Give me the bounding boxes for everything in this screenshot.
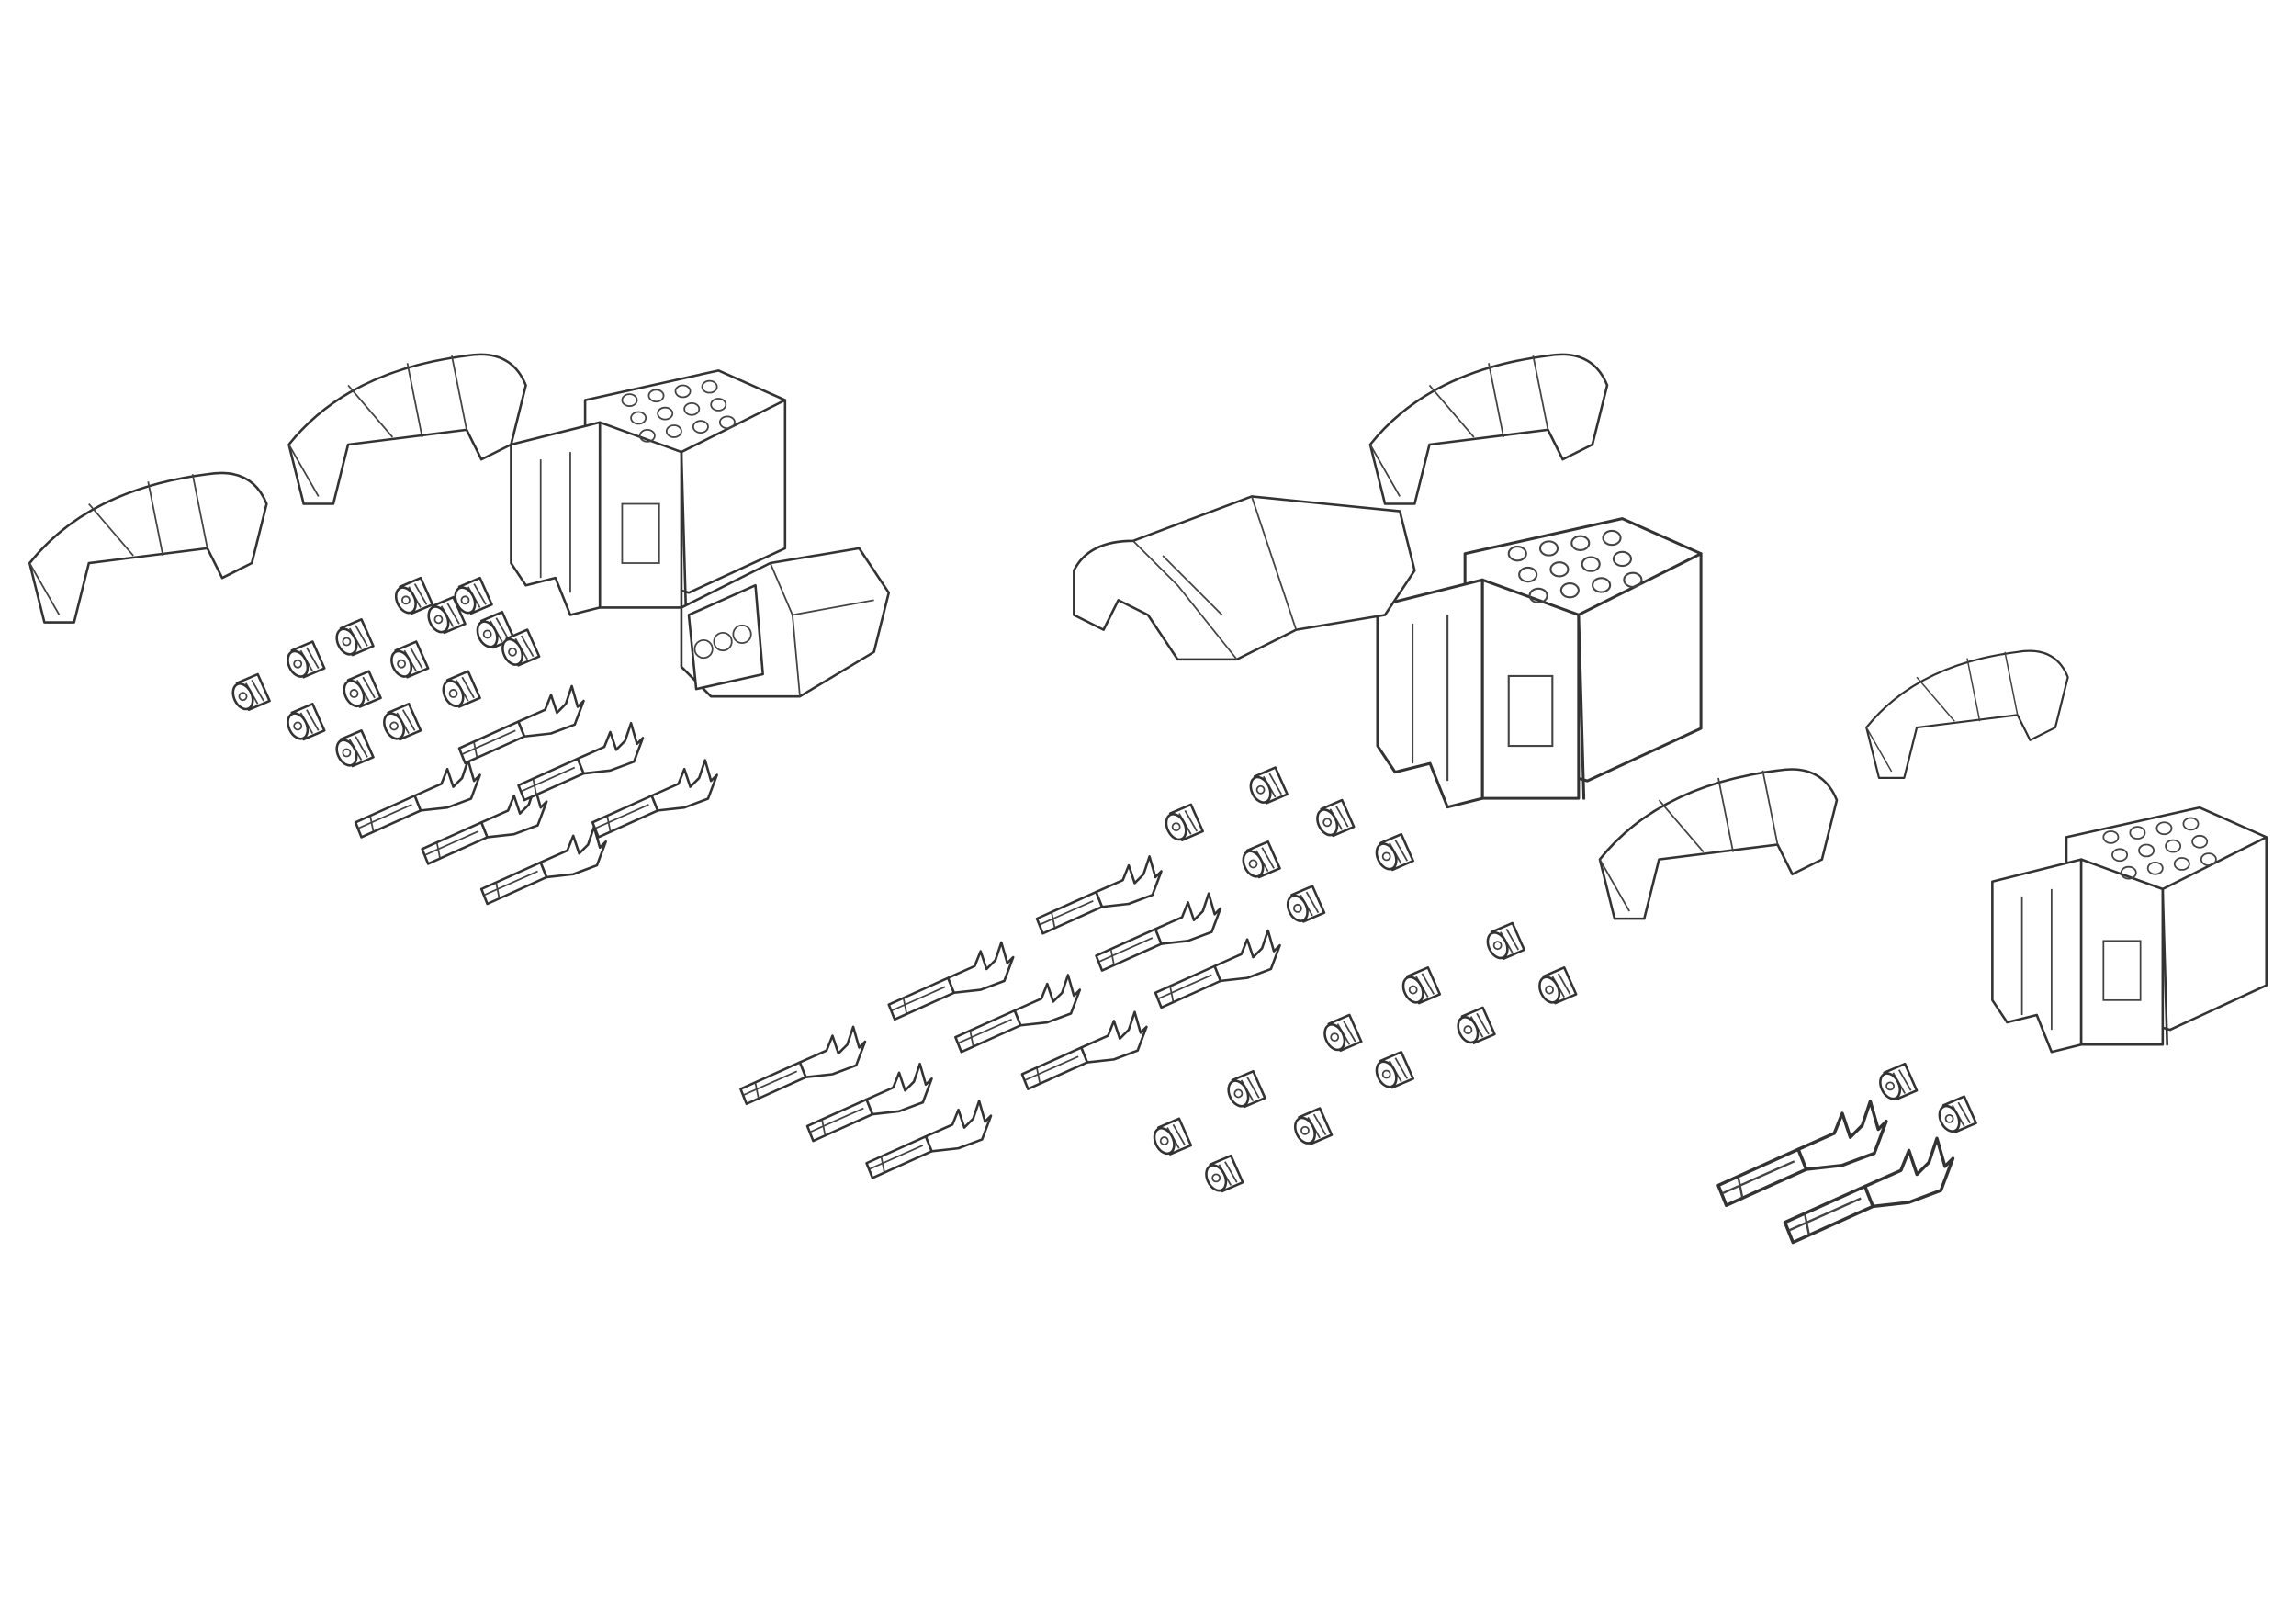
wire-seal <box>1375 1051 1414 1089</box>
cable-cap-right-rear <box>1865 649 2069 780</box>
connector-housings <box>510 369 2268 1054</box>
crimp-terminal <box>1783 1136 1955 1245</box>
wire-seal <box>335 618 375 657</box>
crimp-terminal <box>1095 892 1222 972</box>
wire-seal <box>1938 1095 1977 1133</box>
crimp-terminal <box>739 1025 867 1106</box>
crimp-terminal <box>1154 929 1281 1009</box>
wire-seal <box>1286 885 1326 923</box>
wire-seal <box>1457 1006 1496 1044</box>
cable-cap-left-front <box>28 471 268 624</box>
wire-seal <box>390 640 430 679</box>
wire-seal <box>287 640 326 679</box>
crimp-terminal <box>805 1062 933 1143</box>
wire-seal <box>1153 1117 1193 1156</box>
cable-cap-center-rear <box>1368 353 1609 505</box>
connector-housing-center <box>1376 517 1703 809</box>
wire-seal <box>394 576 434 615</box>
crimp-terminal <box>591 759 718 839</box>
crimp-terminal <box>954 974 1082 1054</box>
crimp-terminal <box>865 1100 993 1179</box>
wire-seal <box>287 702 326 741</box>
wire-seal <box>343 670 382 708</box>
wire-seal <box>1316 798 1356 838</box>
wire-seal <box>454 576 493 615</box>
cable-caps <box>28 353 2069 920</box>
wire-seal <box>1227 1069 1266 1109</box>
wire-seal <box>231 672 271 712</box>
crimp-terminal <box>354 759 481 839</box>
crimp-terminal <box>1020 1010 1148 1090</box>
connector-housing-right <box>1991 806 2268 1054</box>
wire-seal <box>1165 803 1204 841</box>
wire-seals <box>231 576 1977 1193</box>
crimp-terminal <box>517 721 645 802</box>
crimp-terminal <box>887 941 1015 1021</box>
wire-seal <box>1242 840 1281 879</box>
wire-seal <box>1879 1062 1919 1101</box>
crimp-terminal <box>421 785 548 865</box>
mating-plug <box>680 547 891 698</box>
wire-seal <box>1538 966 1578 1005</box>
crimp-terminal <box>457 684 585 765</box>
crimp-terminal <box>1035 855 1163 935</box>
wire-seal <box>476 610 515 649</box>
wire-seal <box>383 702 422 741</box>
connector-housing-left <box>510 369 787 616</box>
crimp-terminals <box>354 684 1955 1245</box>
wire-seal <box>1375 832 1414 872</box>
wire-seal <box>442 670 481 708</box>
wire-seal <box>1249 766 1289 805</box>
cable-cap-right-front <box>1598 768 1839 920</box>
cable-cap-left-rear <box>287 353 527 505</box>
wire-seal <box>1486 921 1525 960</box>
wire-seal <box>1293 1107 1334 1145</box>
wire-seal <box>1401 966 1442 1005</box>
cable-cap-center-front <box>1073 495 1416 661</box>
crimp-terminal <box>479 825 607 906</box>
crimp-terminal <box>1716 1100 1888 1207</box>
wire-seal <box>1323 1013 1363 1052</box>
wire-seal <box>501 628 541 667</box>
wire-seal <box>1205 1154 1244 1193</box>
wire-seal <box>335 729 375 768</box>
